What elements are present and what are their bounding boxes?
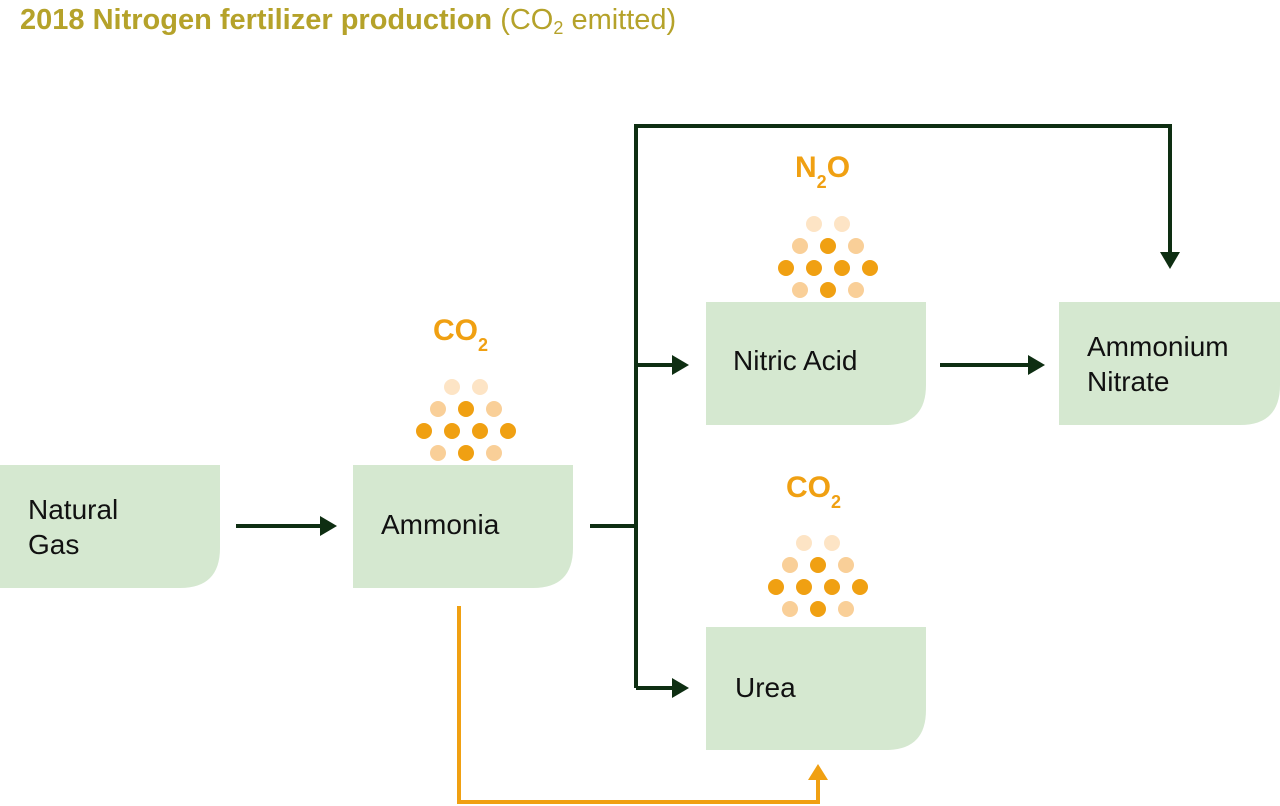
- emission-nitric-acid-sub: 2: [817, 172, 827, 192]
- emission-dots-nitric-acid: [778, 216, 878, 298]
- emission-dot: [796, 535, 812, 551]
- node-label-urea: Urea: [735, 672, 796, 703]
- emission-ammonia-sub: 2: [478, 335, 488, 355]
- emission-dot: [444, 423, 460, 439]
- node-ammonia: Ammonia: [353, 465, 573, 588]
- emission-dots-urea: [768, 535, 868, 617]
- arrowhead-ammonium-nitrate-top: [1160, 252, 1180, 269]
- emission-dot: [430, 445, 446, 461]
- arrowhead-nitric-acid: [672, 355, 689, 375]
- emission-urea-main: CO: [786, 471, 831, 504]
- title-paren-close: emitted): [563, 4, 677, 36]
- emission-dot: [782, 557, 798, 573]
- node-natural-gas: Natural Gas: [0, 465, 220, 588]
- emission-nitric-acid-main: N: [795, 151, 817, 184]
- emission-label-urea-co2: CO2: [786, 471, 841, 512]
- emission-dot: [430, 401, 446, 417]
- title-subscript: 2: [553, 18, 564, 38]
- emission-dot: [810, 601, 826, 617]
- emission-dots-ammonia: [416, 379, 516, 461]
- emission-dot: [820, 282, 836, 298]
- title-paren: (CO2 emitted): [500, 4, 677, 38]
- arrowhead-ammonium-nitrate: [1028, 355, 1045, 375]
- emission-dot: [852, 579, 868, 595]
- node-label-ammonium-nitrate-2: Nitrate: [1087, 366, 1169, 397]
- node-label-ammonium-nitrate-1: Ammonium: [1087, 331, 1229, 362]
- title-main: 2018 Nitrogen fertilizer production: [20, 4, 493, 36]
- emission-dot: [500, 423, 516, 439]
- emission-label-ammonia-co2: CO2: [433, 314, 488, 355]
- emission-dot: [848, 238, 864, 254]
- emission-dot: [472, 423, 488, 439]
- emission-dot: [458, 401, 474, 417]
- emission-dot: [862, 260, 878, 276]
- title-paren-open: (CO: [500, 4, 554, 36]
- connectors: [236, 124, 1180, 804]
- emission-dot: [472, 379, 488, 395]
- emission-dot: [778, 260, 794, 276]
- emission-dot: [796, 579, 812, 595]
- emission-dot: [834, 260, 850, 276]
- emission-dot: [792, 282, 808, 298]
- emission-dot: [824, 579, 840, 595]
- node-label-natural-gas-1: Natural: [28, 494, 118, 525]
- diagram-title: 2018 Nitrogen fertilizer production (CO2…: [20, 2, 676, 38]
- emission-dot: [838, 557, 854, 573]
- node-ammonium-nitrate: Ammonium Nitrate: [1059, 302, 1280, 425]
- emission-nitric-acid-after: O: [827, 151, 850, 184]
- emission-dot: [820, 238, 836, 254]
- node-label-nitric-acid: Nitric Acid: [733, 345, 857, 376]
- node-nitric-acid: Nitric Acid: [706, 302, 926, 425]
- emission-dot: [834, 216, 850, 232]
- emission-dot: [848, 282, 864, 298]
- emission-dot: [768, 579, 784, 595]
- node-urea: Urea: [706, 627, 926, 750]
- emission-urea-sub: 2: [831, 492, 841, 512]
- emission-label-nitric-acid-n2o: N2O: [795, 151, 850, 192]
- emission-dot: [810, 557, 826, 573]
- arrowhead-ammonia: [320, 516, 337, 536]
- edge-ammonia-to-urea-orange: [457, 606, 820, 804]
- emission-dot: [782, 601, 798, 617]
- edge-branch-trunk: [634, 124, 1172, 688]
- arrowhead-urea: [672, 678, 689, 698]
- emission-dot: [806, 216, 822, 232]
- emission-ammonia-main: CO: [433, 314, 478, 347]
- emission-dot: [824, 535, 840, 551]
- arrowhead-urea-orange: [808, 764, 828, 780]
- emission-dot: [486, 445, 502, 461]
- emission-dot: [806, 260, 822, 276]
- emission-dot: [838, 601, 854, 617]
- emission-dot: [444, 379, 460, 395]
- emission-dot: [792, 238, 808, 254]
- node-label-ammonia: Ammonia: [381, 509, 500, 540]
- emission-dot: [416, 423, 432, 439]
- emission-dot: [486, 401, 502, 417]
- emission-dot: [458, 445, 474, 461]
- node-label-natural-gas-2: Gas: [28, 529, 79, 560]
